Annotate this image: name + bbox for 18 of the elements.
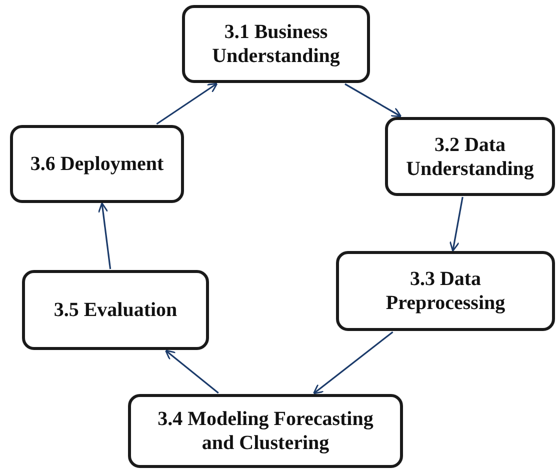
arrow [98, 202, 112, 270]
process-box [385, 117, 555, 196]
arrow [449, 196, 464, 252]
step-label: 3.3 Data Preprocessing [384, 267, 506, 315]
arrow [312, 331, 394, 394]
process-box [10, 125, 184, 203]
process-box [336, 251, 555, 331]
step-label: 3.1 Business Understanding [211, 20, 341, 68]
step-label: 3.5 Evaluation [54, 298, 178, 322]
step-label: 3.2 Data Understanding [405, 132, 535, 180]
arrow [344, 83, 402, 118]
step-label: 3.4 Modeling Forecasting and Clustering [156, 407, 374, 455]
step-label: 3.6 Deployment [30, 152, 164, 176]
process-box [128, 394, 403, 468]
process-box [22, 270, 209, 350]
arrow [156, 82, 218, 125]
arrow [164, 350, 219, 394]
process-box [182, 5, 370, 83]
